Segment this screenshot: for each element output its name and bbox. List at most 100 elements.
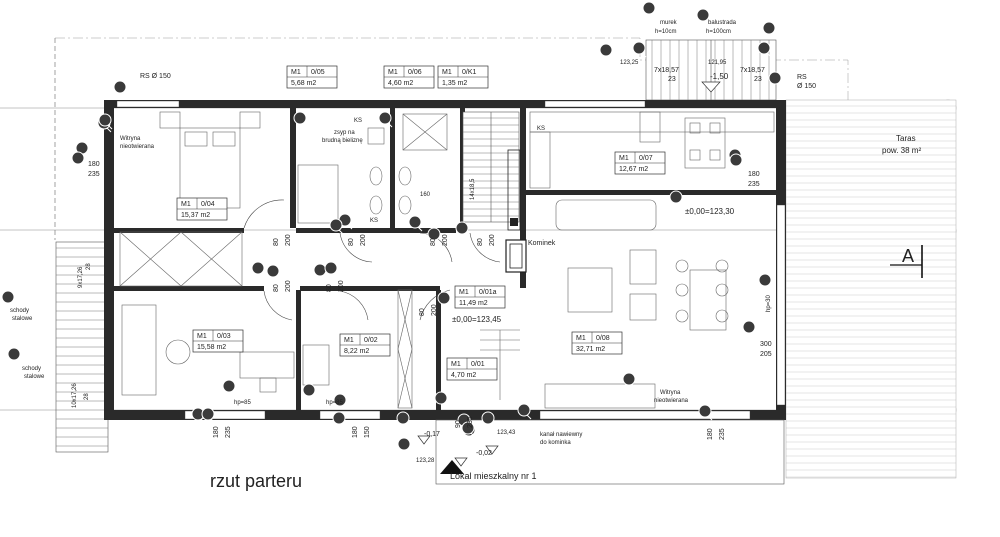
internal-staircase xyxy=(462,111,520,223)
witryna-tl-1: Witryna xyxy=(120,136,141,142)
terrace-decking xyxy=(785,99,957,479)
plan-title: rzut parteru xyxy=(210,471,302,491)
rs-right-label-1: RS xyxy=(797,74,807,81)
marker-pin xyxy=(622,372,637,389)
marker-pin xyxy=(632,41,647,58)
marker-pin xyxy=(378,111,393,128)
dim-160: 160 xyxy=(420,192,431,198)
room-code: M1 xyxy=(344,337,354,344)
door-6a: 80 xyxy=(326,284,333,292)
room-area: 4,60 m2 xyxy=(388,80,413,87)
stairs-top-left-2: 23 xyxy=(668,76,676,83)
door-swings xyxy=(243,199,501,321)
room-tag: M1 0/06 4,60 m2 xyxy=(383,65,435,89)
marker-pin xyxy=(768,71,783,88)
elev-12328: 123,28 xyxy=(416,458,435,464)
room-area: 8,22 m2 xyxy=(344,348,369,355)
win-b3-1: 90 xyxy=(455,420,462,428)
marker-pin xyxy=(333,393,348,410)
marker-pin xyxy=(669,190,684,207)
win-r-1: 300 xyxy=(760,341,772,348)
room-number: 0/05 xyxy=(311,69,325,76)
room-code: M1 xyxy=(197,333,207,340)
room-number: 0/03 xyxy=(217,333,231,340)
door-3b: 200 xyxy=(442,234,449,246)
room-number: 0/01a xyxy=(479,289,497,296)
schody-2a: schody xyxy=(22,366,41,372)
rs-left-label: RS Ø 150 xyxy=(140,73,171,80)
door-4b: 200 xyxy=(489,234,496,246)
marker-pin xyxy=(397,437,412,454)
unit-label: Lokal mieszkalny nr 1 xyxy=(450,471,537,481)
ks-1: KS xyxy=(354,118,362,124)
fireplace xyxy=(505,149,527,273)
room-number: 0/06 xyxy=(408,69,422,76)
marker-pin xyxy=(698,404,713,421)
marker-pin xyxy=(324,261,339,278)
marker-pin xyxy=(71,151,86,168)
marker-pin xyxy=(293,111,308,128)
marker-pin xyxy=(481,411,496,428)
elev-12195: 121,95 xyxy=(708,60,727,66)
terrace-area: pow. 38 m² xyxy=(882,146,921,155)
room-area: 1,35 m2 xyxy=(442,80,467,87)
schody-1b: stalowe xyxy=(12,316,33,322)
door-5b: 200 xyxy=(285,280,292,292)
door-1b: 200 xyxy=(285,234,292,246)
hp-30: hp=30 xyxy=(766,294,772,312)
room-area: 15,58 m2 xyxy=(197,344,226,351)
marker-pin xyxy=(396,411,411,428)
rs-right-label-2: Ø 150 xyxy=(797,83,816,90)
room-code: M1 xyxy=(388,69,398,76)
balustrada-label-1: balustrada xyxy=(708,20,737,26)
outer-walls xyxy=(104,100,786,420)
bathroom-fixtures xyxy=(297,113,448,224)
win-tr-1: 180 xyxy=(748,171,760,178)
marker-pin xyxy=(98,113,113,130)
marker-pin xyxy=(332,411,347,428)
room-number: 0/07 xyxy=(639,155,653,162)
marker-pin xyxy=(302,383,317,400)
door-5a: 80 xyxy=(273,284,280,292)
room-number: 0/02 xyxy=(364,337,378,344)
stairs-lo-1: 9x17,26 xyxy=(78,266,84,288)
door-7b: 200 xyxy=(431,304,438,316)
room-tag: M1 0/02 8,22 m2 xyxy=(339,333,391,357)
balustrada-label-2: h=100cm xyxy=(706,29,731,35)
marker-pin xyxy=(266,264,281,281)
win-tr-2: 235 xyxy=(748,181,760,188)
level-marks xyxy=(417,81,721,474)
room-code: M1 xyxy=(181,201,191,208)
room-area: 15,37 m2 xyxy=(181,212,210,219)
win-b4-1: 180 xyxy=(707,428,714,440)
schody-2b: stalowe xyxy=(24,374,45,380)
hall-stair-lines xyxy=(480,329,520,400)
kanal-2: do kominka xyxy=(540,440,571,446)
kominek-label: Kominek xyxy=(528,240,556,247)
murek-label-1: murek xyxy=(660,20,678,26)
murek-label-2: h=10cm xyxy=(655,29,677,35)
room-03-furniture xyxy=(121,304,295,396)
room-area: 32,71 m2 xyxy=(576,346,605,353)
room-number: 0/01 xyxy=(471,361,485,368)
win-b3-2: 235 xyxy=(467,416,474,428)
marker-pin xyxy=(757,41,772,58)
room-number: 0/K1 xyxy=(462,69,477,76)
marker-pin xyxy=(517,403,532,420)
marker-pin xyxy=(1,290,16,307)
room-02-furniture xyxy=(302,344,330,386)
win-b1-1: 180 xyxy=(213,426,220,438)
door-7a: 80 xyxy=(419,308,426,316)
marker-pin xyxy=(251,261,266,278)
level-hall: ±0,00=123,45 xyxy=(452,315,502,324)
door-6b: 200 xyxy=(338,280,345,292)
section-marker-label: A xyxy=(902,246,914,266)
marker-pin xyxy=(434,391,449,408)
ks-2: KS xyxy=(370,218,378,224)
stairs-top-left-1: 7x18,57 xyxy=(654,67,679,74)
win-b2-2: 150 xyxy=(364,426,371,438)
marker-pin xyxy=(758,273,773,290)
